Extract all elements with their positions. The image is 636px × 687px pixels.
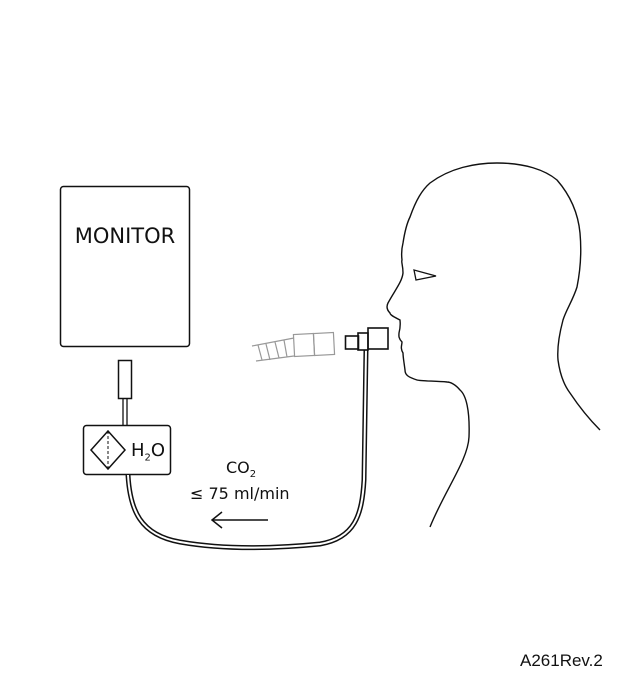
gas-label-sub: 2 (249, 469, 257, 481)
filter-icon (89, 429, 127, 471)
water-trap-label-main: H (131, 440, 145, 461)
gas-label: CO2 (226, 458, 256, 480)
water-trap-label: H2O (131, 440, 165, 464)
patient-head (386, 162, 601, 528)
airway-adapter (344, 327, 389, 351)
water-trap-box (82, 424, 172, 476)
flow-rate-label: ≤ 75 ml/min (190, 484, 290, 503)
sampling-line (125, 349, 369, 551)
monitor-box (59, 185, 191, 348)
gas-label-main: CO (226, 458, 250, 477)
water-trap-label-end: O (150, 440, 166, 461)
monitor-connector (117, 359, 133, 400)
connector-line (122, 398, 128, 425)
reference-code: A261Rev.2 (520, 651, 603, 670)
monitor-label: MONITOR (74, 224, 176, 248)
flow-arrow-icon (210, 511, 268, 529)
water-trap-label-sub: 2 (144, 452, 151, 464)
airway-tube-faded (251, 331, 336, 362)
